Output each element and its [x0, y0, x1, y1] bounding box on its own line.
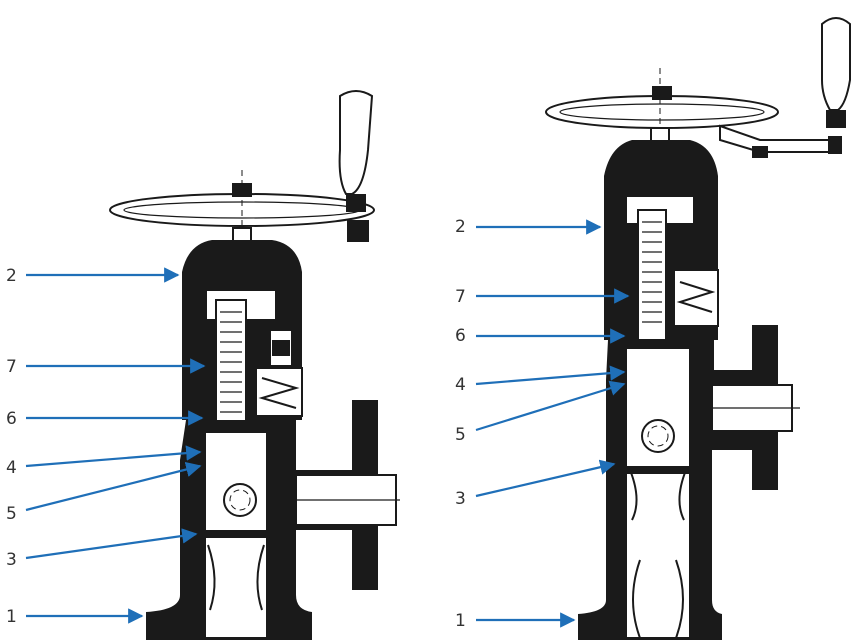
right-callout-arrow-4 [476, 372, 624, 384]
right-callout-arrow-5 [476, 384, 624, 430]
right-callout-label-5: 5 [455, 425, 466, 445]
right-callout-arrow-3 [476, 464, 614, 496]
right-bonnet [604, 140, 718, 340]
right-callout-label-7: 7 [455, 287, 466, 307]
left-callout-label-6: 6 [6, 409, 17, 429]
left-callout-label-4: 4 [6, 458, 17, 478]
right-callout-label-2: 2 [455, 217, 466, 237]
left-callout-label-3: 3 [6, 550, 17, 570]
left-callout-label-1: 1 [6, 607, 17, 627]
left-callouts: 2 7 6 4 5 3 1 [6, 266, 204, 627]
left-bonnet [182, 240, 302, 432]
right-valve-drawing [546, 18, 850, 640]
right-callout-label-1: 1 [455, 611, 466, 631]
left-callout-label-2: 2 [6, 266, 17, 286]
left-callout-label-5: 5 [6, 504, 17, 524]
left-callout-label-7: 7 [6, 357, 17, 377]
left-callout-arrow-5 [26, 466, 200, 510]
left-callout-arrow-4 [26, 452, 200, 466]
right-callout-label-4: 4 [455, 375, 466, 395]
right-callouts: 2 7 6 4 5 3 1 [455, 217, 628, 631]
right-callout-label-6: 6 [455, 326, 466, 346]
right-callout-label-3: 3 [455, 489, 466, 509]
right-handwheel [546, 96, 778, 128]
right-crank-handle [720, 18, 850, 158]
left-callout-arrow-3 [26, 534, 196, 558]
left-body [146, 400, 400, 640]
